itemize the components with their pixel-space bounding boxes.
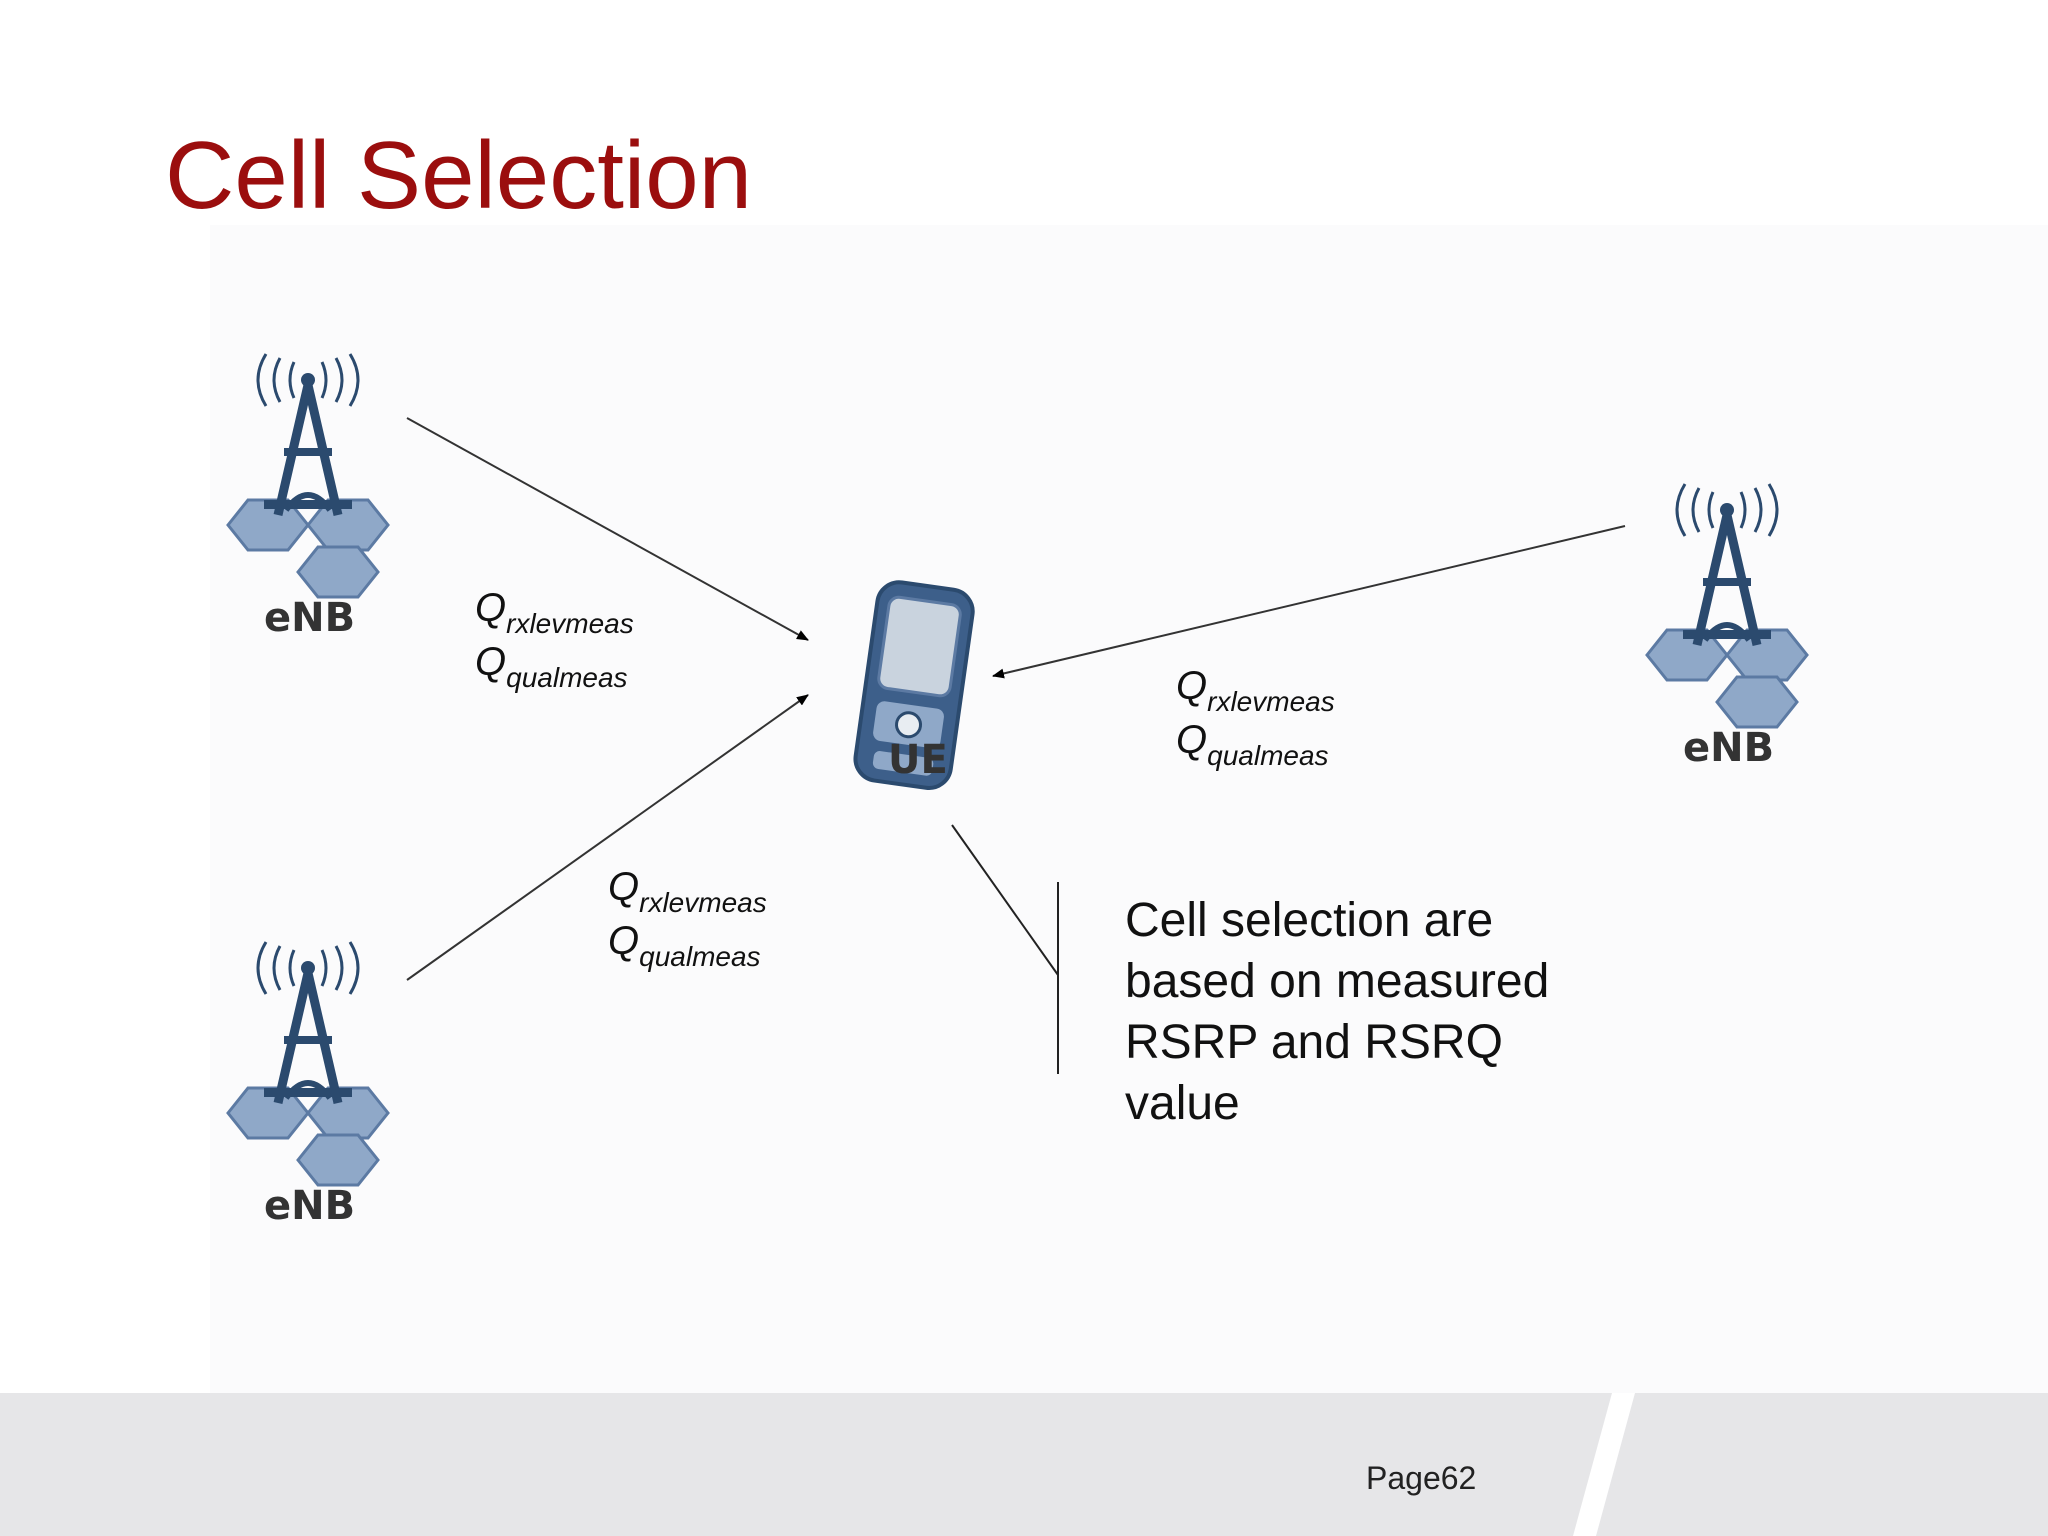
cell-selection-note: Cell selection are based on measured RSR… [1125, 890, 1685, 1134]
page-number: Page62 [1366, 1460, 1477, 1496]
qual-measurement: Qqualmeas [1176, 718, 1329, 771]
slide-footer [0, 1393, 2048, 1536]
qual-measurement: Qqualmeas [475, 640, 628, 693]
note-line: RSRP and RSRQ [1125, 1016, 1503, 1069]
enb-label: eNB [1683, 725, 1775, 771]
note-line: based on measured [1125, 955, 1550, 1008]
enb-label: eNB [264, 1183, 356, 1229]
mobile-phone-icon [853, 580, 975, 791]
measurement-labels: Qrxlevmeas Qqualmeas [1176, 666, 1335, 774]
arrow-to-ue [406, 417, 809, 641]
rxlev-measurement: Qrxlevmeas [475, 586, 634, 639]
ue-label: UE [888, 737, 948, 783]
measurement-labels: Qrxlevmeas Qqualmeas [608, 867, 767, 975]
arrow-to-ue [992, 525, 1626, 679]
note-line: value [1125, 1077, 1240, 1130]
arrow-to-ue [406, 694, 809, 981]
diagram-background [210, 225, 2048, 1395]
callout-line [951, 824, 1059, 976]
measurement-labels: Qrxlevmeas Qqualmeas [475, 588, 634, 696]
slide-title: Cell Selection [165, 122, 752, 229]
note-line: Cell selection are [1125, 894, 1494, 947]
enb-label: eNB [264, 595, 356, 641]
rxlev-measurement: Qrxlevmeas [1176, 664, 1335, 717]
rxlev-measurement: Qrxlevmeas [608, 865, 767, 918]
qual-measurement: Qqualmeas [608, 919, 761, 972]
